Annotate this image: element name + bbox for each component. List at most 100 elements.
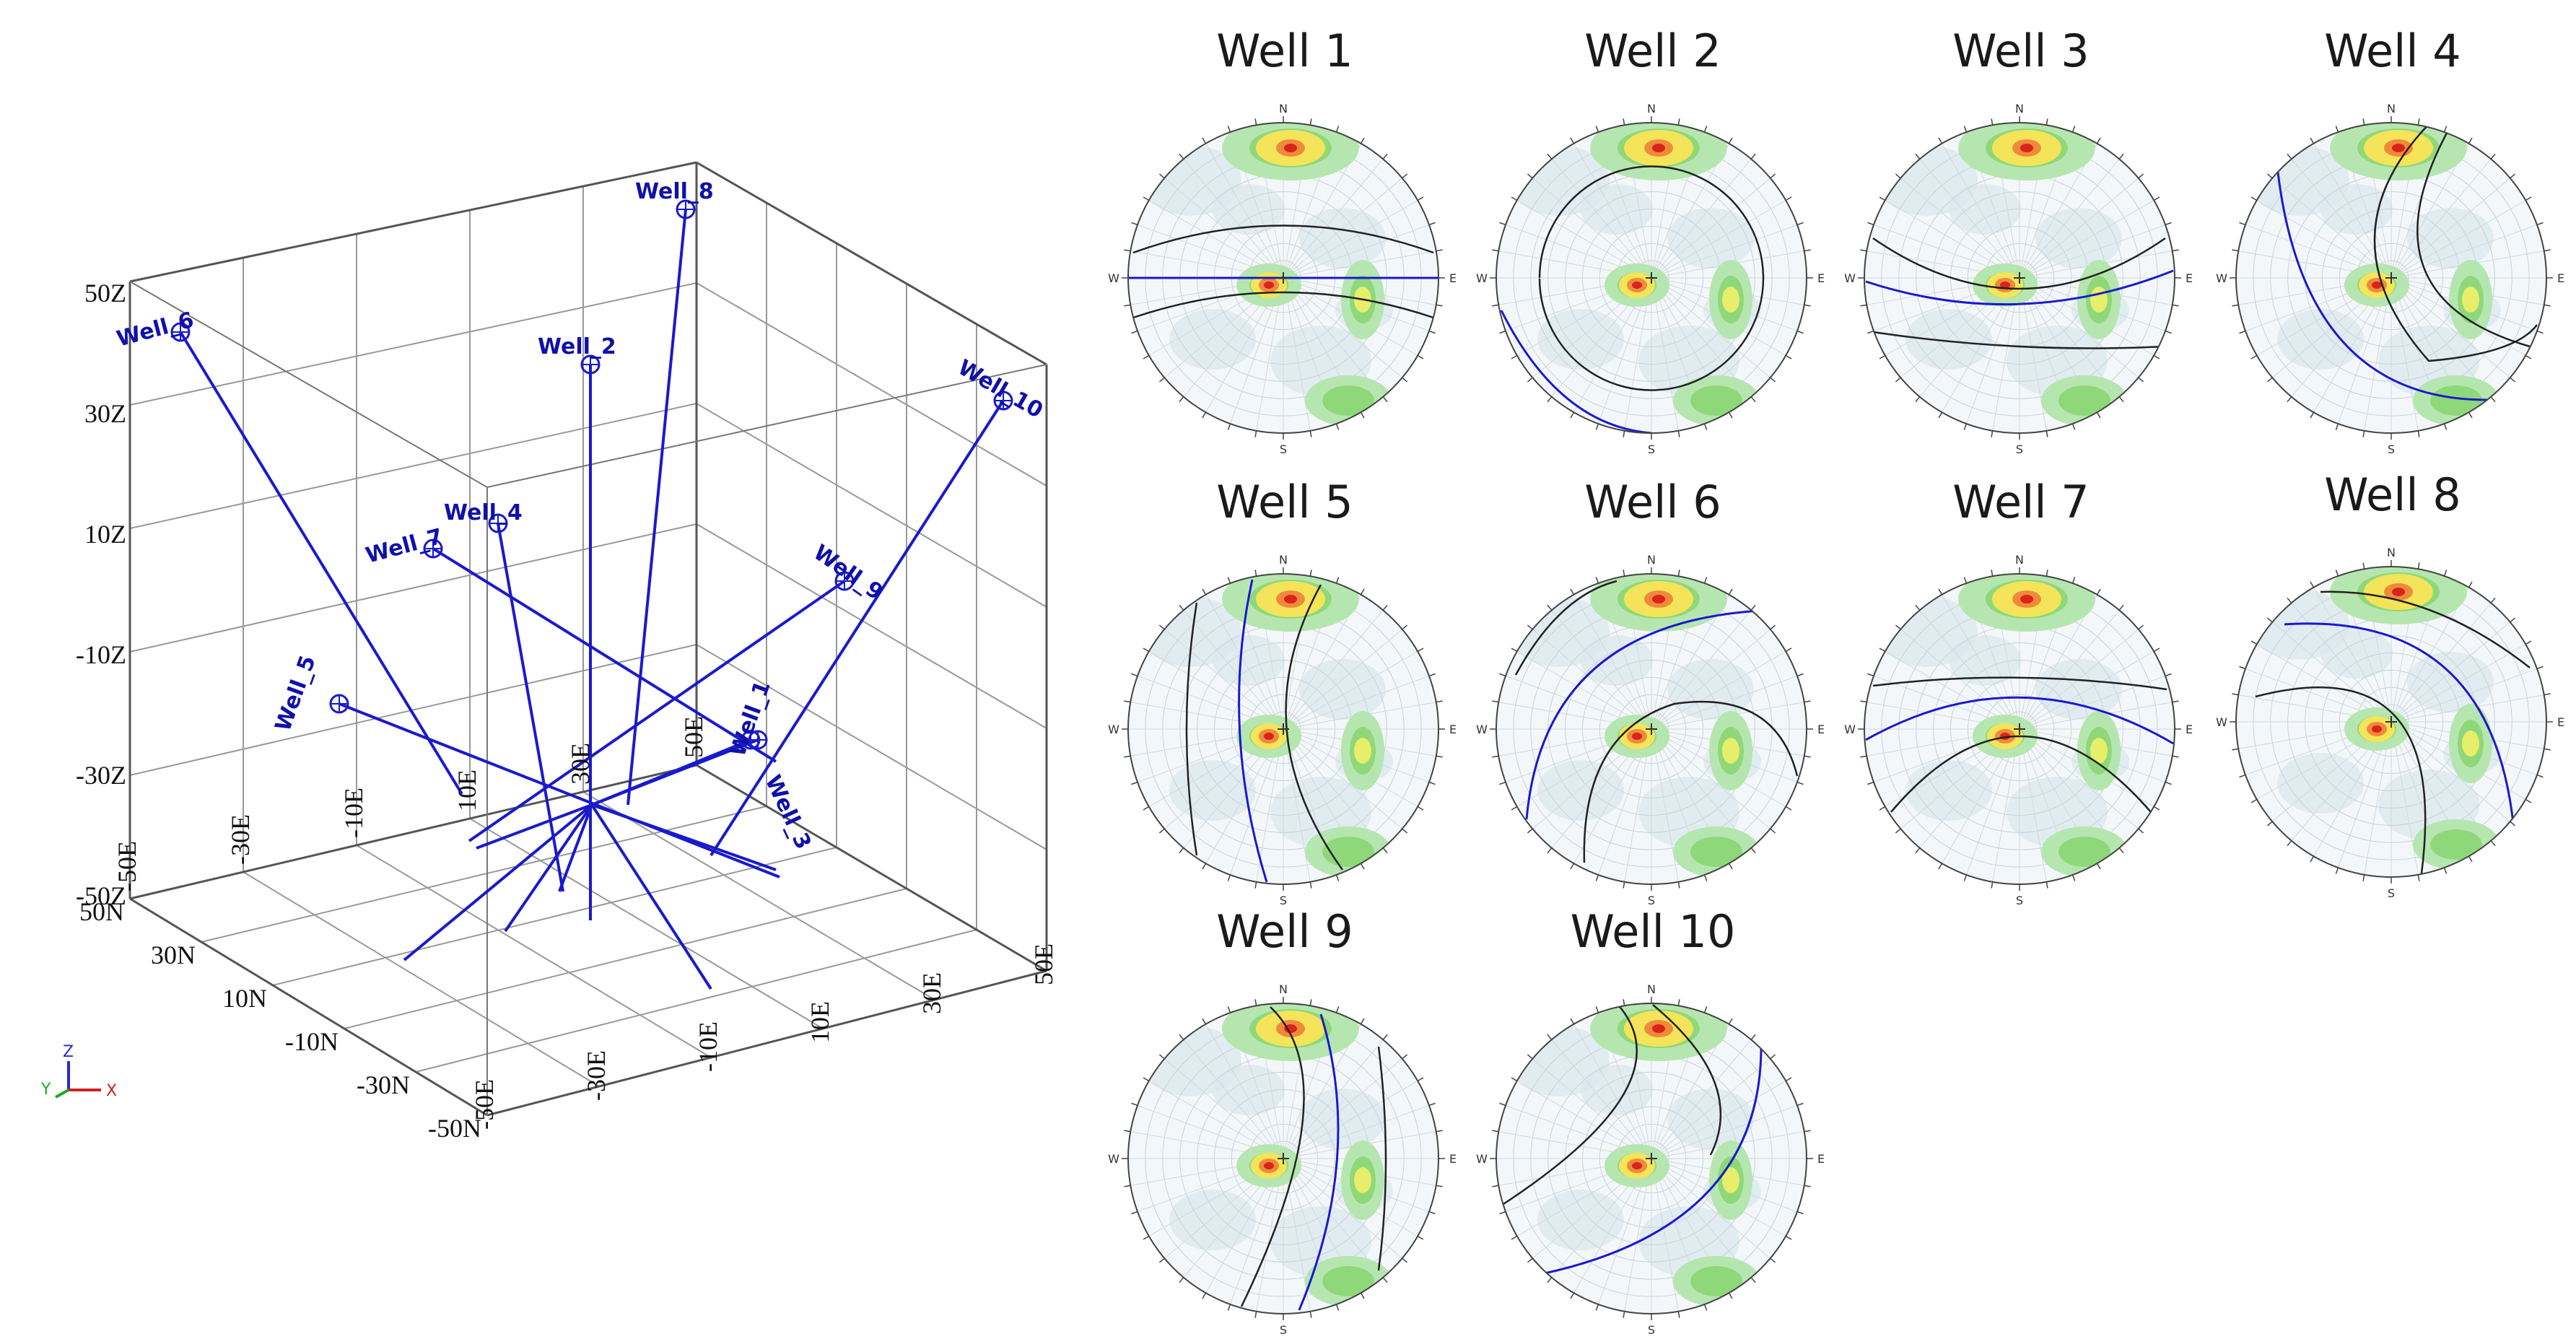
e-tick-label-back: 50E: [679, 716, 708, 758]
direction-label-s: S: [1280, 1323, 1287, 1335]
direction-label-w: W: [1476, 1152, 1488, 1166]
direction-label-n: N: [2015, 102, 2024, 115]
stereonet-title: Well 7: [1952, 476, 2090, 528]
stereonet-title: Well 5: [1216, 476, 1353, 528]
direction-label-s: S: [2016, 442, 2023, 455]
well-trajectory-line: [432, 547, 777, 763]
direction-label-n: N: [2387, 102, 2396, 115]
great-circle: [1240, 1006, 1305, 1307]
great-circle: [2255, 686, 2427, 874]
great-circle: [1377, 1046, 1387, 1271]
well-trajectory-line: [403, 803, 593, 961]
stereonet-title: Well 10: [1570, 905, 1736, 958]
direction-label-e: E: [2557, 271, 2564, 285]
n-tick-label: -50N: [428, 1114, 481, 1143]
e-tick-label-back: -10E: [339, 788, 368, 838]
stereonet-title: Well 1: [1216, 25, 1353, 77]
great-circle: [1514, 580, 1617, 676]
great-circle: [1538, 165, 1765, 391]
axis-x-label: X: [106, 1082, 117, 1100]
direction-label-e: E: [2186, 271, 2193, 285]
well-label: Well_2: [538, 334, 616, 359]
z-tick-label: -10Z: [76, 640, 126, 669]
well-trajectory-line: [468, 580, 846, 842]
well-trajectory-line: [497, 523, 564, 892]
direction-label-n: N: [1647, 102, 1656, 115]
direction-label-s: S: [1280, 894, 1287, 906]
direction-label-e: E: [2557, 715, 2564, 729]
direction-label-n: N: [2015, 553, 2024, 567]
great-circle: [1132, 224, 1434, 254]
direction-label-e: E: [1817, 1152, 1825, 1166]
great-circle: [1872, 676, 2167, 691]
n-tick-label: 30N: [151, 941, 196, 969]
direction-label-w: W: [1476, 271, 1488, 285]
well-label: Well_8: [635, 179, 714, 204]
direction-label-e: E: [1449, 271, 1457, 285]
z-tick-label: 50Z: [84, 279, 126, 308]
great-circle: [1872, 237, 2166, 290]
well-trajectory-line: [339, 702, 780, 878]
direction-label-s: S: [1280, 442, 1287, 455]
great-circle: [1583, 700, 1799, 863]
cube-plot: Well_6 Well_8Well_2Well_10Well_7Well_4Wel…: [40, 161, 1058, 1143]
well-label: Well_1: [725, 678, 776, 760]
direction-label-e: E: [1817, 271, 1825, 285]
well-label: Well_10: [953, 355, 1047, 424]
great-circle: [1872, 331, 2166, 349]
z-tick-label: -50Z: [76, 881, 126, 910]
great-circle: [1501, 1003, 1638, 1207]
well-head-marker: [423, 538, 443, 559]
great-circle: [2416, 126, 2531, 348]
great-circle: [2284, 622, 2517, 849]
stereonet-title: Well 9: [1216, 905, 1353, 958]
n-tick-label: 10N: [222, 984, 267, 1013]
well-label: Well_7: [363, 524, 445, 569]
e-tick-label-front: -30E: [582, 1050, 611, 1101]
great-circle: [1132, 291, 1434, 319]
direction-label-w: W: [1108, 1152, 1119, 1166]
direction-label-w: W: [1844, 723, 1856, 736]
great-circle: [1500, 310, 1652, 433]
direction-label-e: E: [1817, 723, 1825, 736]
great-circle: [1298, 1013, 1340, 1311]
direction-label-n: N: [1279, 553, 1288, 567]
direction-label-w: W: [1844, 271, 1856, 285]
direction-label-s: S: [2016, 894, 2023, 906]
axes-triad-icon: Z X Y: [40, 1043, 117, 1100]
n-tick-label: -10N: [285, 1027, 339, 1056]
direction-label-n: N: [2387, 546, 2396, 559]
well-head-marker: [993, 391, 1013, 411]
stereonet-title: Well 3: [1952, 25, 2090, 77]
direction-label-s: S: [1648, 442, 1655, 455]
well-head-marker: [170, 322, 191, 342]
well-label: Well_4: [444, 500, 523, 525]
well-head-marker: [580, 354, 601, 375]
direction-label-s: S: [1648, 894, 1655, 906]
direction-label-n: N: [1647, 553, 1656, 567]
e-tick-label-front: -10E: [694, 1021, 722, 1072]
well-head-marker: [676, 199, 696, 219]
e-tick-label-front: 50E: [1029, 943, 1058, 985]
great-circle: [1525, 609, 1776, 820]
e-tick-label-front: -50E: [470, 1079, 499, 1130]
direction-label-w: W: [2216, 715, 2227, 729]
well-head-marker: [748, 730, 768, 750]
well-label: Well_6: [114, 308, 196, 352]
n-tick-label: -30N: [357, 1070, 410, 1099]
well-trajectory-line: [591, 738, 759, 806]
great-circle: [1285, 584, 1344, 871]
great-circle: [2276, 165, 2531, 401]
well-trajectory-line: [179, 331, 463, 795]
